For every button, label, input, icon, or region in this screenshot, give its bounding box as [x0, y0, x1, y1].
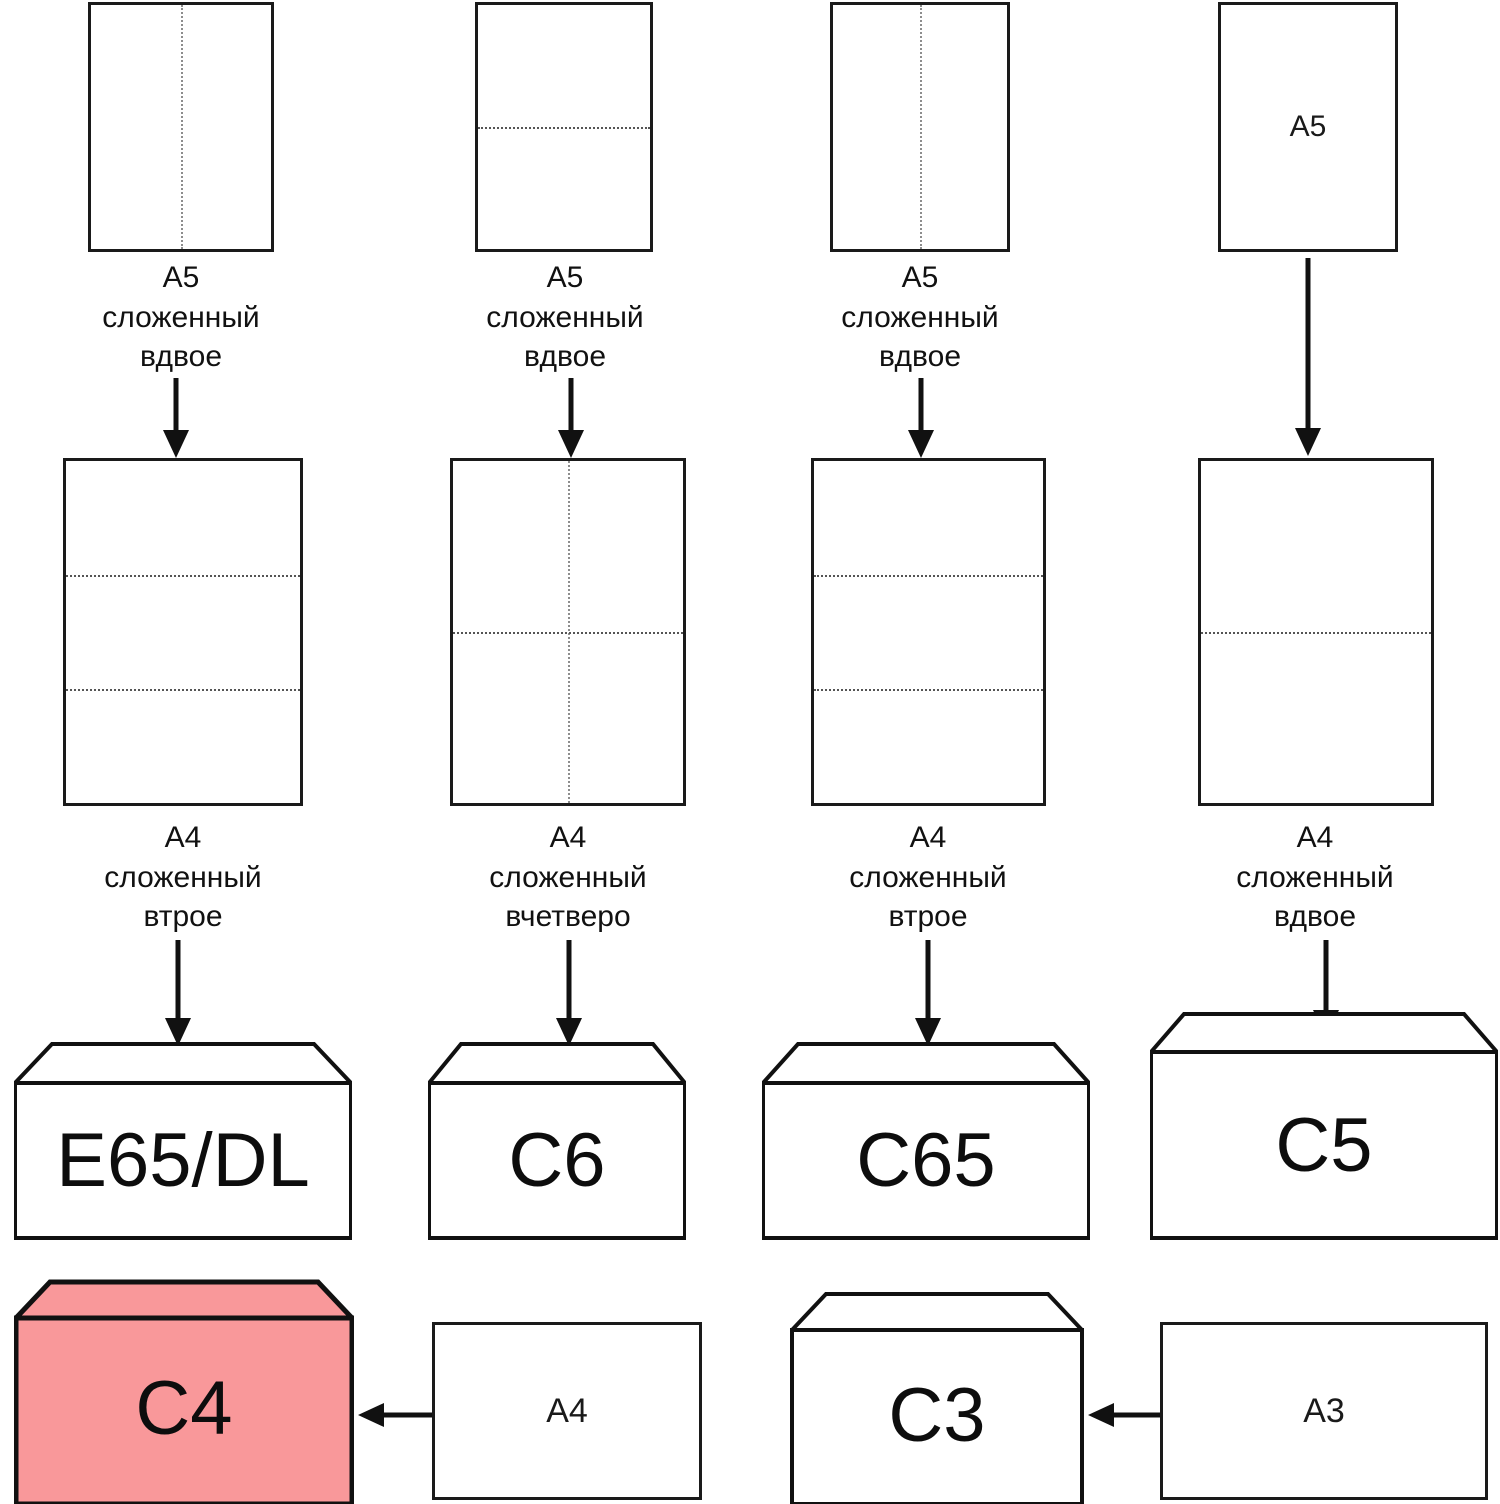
envelope-label-c6: C6: [508, 1118, 606, 1203]
envelope-label-c5: C5: [1275, 1102, 1373, 1188]
sheet-label-a3-bottom: A3: [1303, 1391, 1345, 1430]
sheet-label-col1-top: [91, 5, 271, 249]
arrow-down-col2-middle: [556, 940, 582, 1046]
envelope-c6: [428, 1042, 686, 1240]
fold-line-horizontal-lower: [814, 688, 1043, 691]
caption-col2-top: A5 сложенный вдвое: [486, 261, 644, 374]
envelope-label-c65: C65: [856, 1118, 996, 1203]
sheet-label-col3-middle: [814, 461, 1043, 803]
caption-col3-middle: A4 сложенный втрое: [849, 821, 1007, 934]
sheet-a4-col2: [450, 458, 686, 806]
arrow-down-col1-top: [163, 378, 189, 458]
envelope-c65: [762, 1042, 1090, 1240]
sheet-a5-col4: A5: [1218, 2, 1398, 252]
envelope-e65-dl: [14, 1042, 352, 1240]
envelope-c5: [1150, 1012, 1498, 1240]
envelope-label-c3: C3: [888, 1372, 986, 1458]
sheet-a4-col1: [63, 458, 303, 806]
arrow-left-a3-to-c3: [1088, 1403, 1164, 1427]
envelope-label-c4: C4: [135, 1365, 233, 1451]
sheet-a4-col3: [811, 458, 1046, 806]
caption-col1-middle: A4 сложенный втрое: [104, 821, 262, 934]
arrow-down-col3-top: [908, 378, 934, 458]
fold-line-horizontal: [478, 127, 650, 129]
sheet-a5-col2: [475, 2, 653, 252]
caption-col3-top: A5 сложенный вдвое: [841, 261, 999, 374]
fold-line-horizontal-upper: [66, 574, 300, 577]
sheet-a4-col4: [1198, 458, 1434, 806]
sheet-label-col4-top: A5: [1289, 110, 1327, 143]
envelope-c4: [14, 1279, 354, 1504]
fold-line-horizontal: [1201, 632, 1431, 634]
sheet-label-col1-middle: [66, 461, 300, 803]
sheet-label-col2-middle: [453, 461, 683, 803]
sheet-a5-col1: [88, 2, 274, 252]
sheet-a4-bottom: A4: [432, 1322, 702, 1500]
arrow-left-a4-to-c4: [358, 1403, 434, 1427]
fold-line-vertical: [181, 5, 183, 249]
caption-col1-top: A5 сложенный вдвое: [102, 261, 260, 374]
fold-line-horizontal-lower: [66, 688, 300, 691]
arrow-down-col4-top: [1295, 258, 1321, 456]
fold-line-horizontal: [453, 632, 683, 634]
arrow-down-col2-top: [558, 378, 584, 458]
arrow-down-col3-middle: [915, 940, 941, 1046]
sheet-a3-bottom: A3: [1160, 1322, 1488, 1500]
arrow-down-col1-middle: [165, 940, 191, 1046]
sheet-label-a4-bottom: A4: [546, 1391, 588, 1430]
sheet-label-col3-top: [833, 5, 1007, 249]
sheet-label-col2-top: [478, 5, 650, 249]
envelope-label-e65-dl: E65/DL: [56, 1118, 310, 1203]
sheet-a5-col3: [830, 2, 1010, 252]
fold-line-vertical: [920, 5, 922, 249]
envelope-c3: [790, 1292, 1084, 1504]
fold-line-horizontal-upper: [814, 574, 1043, 577]
sheet-label-col4-middle: [1201, 461, 1431, 803]
caption-col4-middle: A4 сложенный вдвое: [1236, 821, 1394, 934]
caption-col2-middle: A4 сложенный вчетверо: [489, 821, 647, 934]
